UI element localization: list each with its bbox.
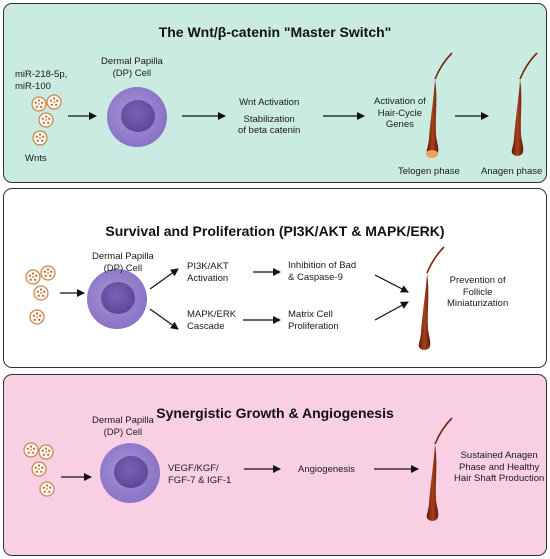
mirna-label: miR-218-5p,miR-100 bbox=[15, 69, 68, 92]
dp-cell-label: Dermal Papilla(DP) Cell bbox=[92, 251, 154, 274]
arrow-icon bbox=[374, 301, 409, 321]
panel-graphics bbox=[31, 52, 538, 158]
panel-graphics bbox=[25, 246, 445, 351]
panel-title: Synergistic Growth & Angiogenesis bbox=[156, 405, 394, 421]
exosome-icon bbox=[33, 285, 49, 301]
panel-title: The Wnt/β-catenin "Master Switch" bbox=[158, 24, 392, 40]
exosome-icon bbox=[25, 269, 41, 285]
exosome-icon bbox=[23, 442, 39, 458]
dp-cell-icon bbox=[107, 87, 167, 147]
hair-follicle-icon bbox=[510, 52, 538, 157]
bad-caspase-label: Inhibition of Bad& Caspase-9 bbox=[288, 260, 357, 283]
hair-follicle-icon bbox=[425, 52, 453, 158]
arrow-icon bbox=[374, 274, 409, 293]
angiogenesis-label: Angiogenesis bbox=[298, 464, 356, 475]
dp-cell-label: Dermal Papilla(DP) Cell bbox=[92, 415, 154, 438]
exosome-icon bbox=[38, 112, 54, 128]
exosome-icon bbox=[31, 461, 47, 477]
exosome-icon bbox=[29, 309, 45, 325]
exosome-icon bbox=[38, 444, 54, 460]
panel-synergistic-growth: Synergistic Growth & Angiogenesis Dermal… bbox=[3, 374, 547, 556]
panel-wnt-beta-catenin: The Wnt/β-catenin "Master Switch" miR-21… bbox=[3, 3, 547, 183]
growth-factors-label: VEGF/KGF/FGF-7 & IGF-1 bbox=[168, 463, 232, 486]
panel-graphics bbox=[23, 417, 453, 522]
dp-cell-icon bbox=[87, 269, 147, 329]
exosome-icon bbox=[32, 130, 48, 146]
wnts-label: Wnts bbox=[25, 153, 47, 164]
dp-cell-label: Dermal Papilla(DP) Cell bbox=[101, 56, 163, 79]
hair-follicle-icon bbox=[417, 246, 445, 351]
hair-follicle-icon bbox=[425, 417, 453, 522]
exosome-icon bbox=[46, 94, 62, 110]
anagen-phase-label: Anagen phase bbox=[481, 166, 543, 177]
exosome-icon bbox=[39, 481, 55, 497]
exosome-icon bbox=[31, 96, 47, 112]
exosome-icon bbox=[40, 265, 56, 281]
arrow-icon bbox=[149, 268, 179, 290]
arrow-icon bbox=[149, 308, 179, 330]
dp-cell-icon bbox=[100, 443, 160, 503]
panel-title: Survival and Proliferation (PI3K/AKT & M… bbox=[105, 223, 445, 239]
telogen-phase-label: Telogen phase bbox=[398, 166, 460, 177]
panel-survival-proliferation: Survival and Proliferation (PI3K/AKT & M… bbox=[3, 188, 547, 368]
